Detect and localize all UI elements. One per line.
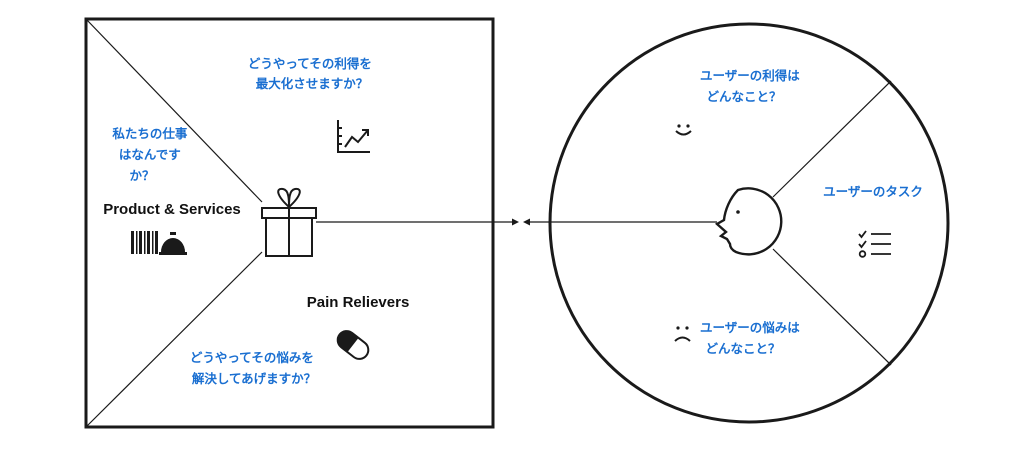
smile-icon [675, 124, 692, 136]
barcode-icon [131, 231, 158, 254]
products-question: 私たちの仕事 はなんです か？ [111, 126, 191, 183]
products-services-title: Product & Services [103, 201, 241, 218]
gain-creators-question: どうやってその利得を 最大化させますか？ [248, 56, 376, 91]
customer-face-icon [714, 187, 783, 256]
pain-relievers-title: Pain Relievers [307, 294, 410, 311]
arrowhead-right [512, 218, 519, 226]
customer-profile: ユーザーの利得は どんなこと？ ユーザーのタスク ユーザーの悩みは どんなこと？ [548, 22, 950, 424]
frown-icon [674, 326, 691, 342]
pains-question: ユーザーの悩みは どんなこと？ [700, 320, 804, 356]
value-map-frame [84, 17, 495, 429]
checklist-icon [858, 230, 891, 258]
value-map: どうやってその利得を 最大化させますか？ 私たちの仕事 はなんです か？ Pro… [84, 17, 495, 429]
fit-connector [316, 218, 717, 226]
gift-icon [261, 187, 317, 257]
pill-icon [336, 330, 370, 360]
growth-chart-icon [337, 120, 370, 153]
gains-question: ユーザーの利得は どんなこと？ [700, 68, 804, 104]
divider-jobs-pains [772, 248, 892, 366]
arrowhead-left [523, 218, 530, 226]
divider-lower-left [85, 251, 263, 428]
service-bell-icon [159, 232, 187, 255]
customer-profile-frame [548, 22, 950, 424]
jobs-label: ユーザーのタスク [823, 184, 923, 199]
divider-gains-jobs [772, 80, 892, 198]
pain-relievers-question: どうやってその悩みを 解決してあげますか？ [190, 350, 318, 386]
divider-upper-left [85, 18, 263, 203]
